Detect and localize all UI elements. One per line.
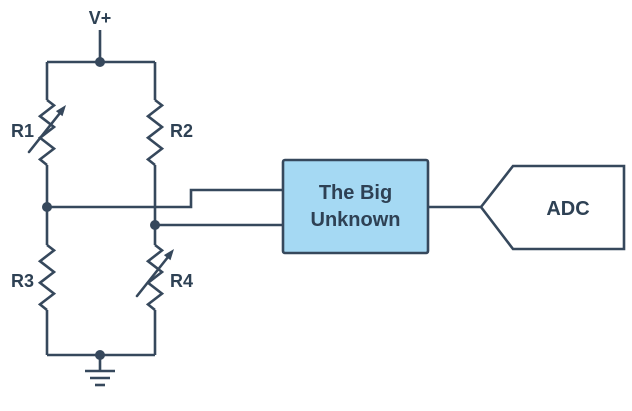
r1-arrowhead — [55, 105, 66, 117]
r4-arrow-shaft — [135, 255, 170, 298]
unknown-block-label-line2: Unknown — [311, 209, 401, 231]
unknown-block-label-line1: The Big — [319, 182, 392, 204]
adc-shape — [479, 164, 626, 251]
adc-label: ADC — [546, 198, 589, 220]
supply-label: V+ — [89, 8, 112, 28]
r4-resistor-symbol — [145, 243, 165, 312]
adc-block: ADC — [479, 164, 626, 251]
wheatstone-bridge — [27, 30, 283, 387]
upper-output-wire — [47, 188, 283, 209]
r3-resistor-symbol — [37, 243, 57, 312]
r1-variable-arrow-icon — [27, 105, 66, 154]
r1-label: R1 — [11, 121, 34, 141]
r1-resistor-symbol — [37, 98, 57, 167]
r2-resistor-symbol — [145, 98, 165, 167]
r2-label: R2 — [170, 121, 193, 141]
r4-variable-arrow-icon — [135, 249, 174, 298]
unknown-block: The Big Unknown — [281, 158, 430, 255]
r4-arrowhead — [163, 249, 174, 261]
r3-label: R3 — [11, 271, 34, 291]
unknown-block-box — [281, 158, 430, 255]
supply-junction-dot — [95, 57, 105, 67]
ground-symbol — [85, 355, 115, 387]
r4-label: R4 — [170, 271, 193, 291]
r1-arrow-shaft — [27, 111, 62, 154]
